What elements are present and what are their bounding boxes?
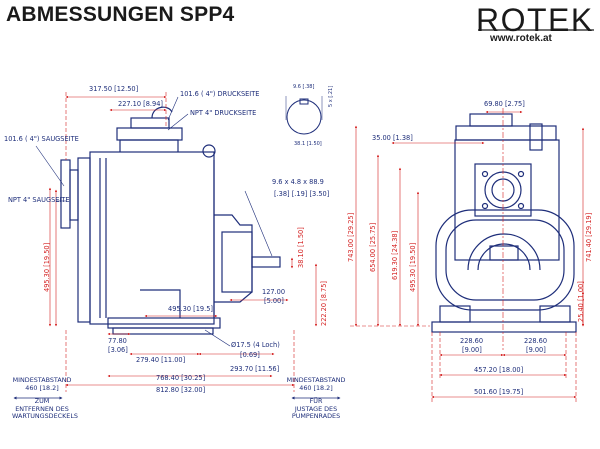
dim-654: 654.00 [25.75] (369, 222, 377, 272)
dim-279: 279.40 [11.00] (136, 356, 186, 364)
dim-222: 222.20 [8.75] (320, 281, 328, 326)
note-left-line1: MINDESTABSTAND (12, 376, 72, 384)
dim-127: 127.00 (262, 288, 286, 296)
note-right-line1: MINDESTABSTAND (286, 376, 346, 384)
dim-495-horizontal: 495.30 [19.5] (168, 305, 213, 313)
note-left-line5: WARTUNGSDECKELS (12, 412, 78, 421)
label-npt-saugseite: NPT 4" SAUGSEITE (8, 196, 70, 204)
dim-38: 38.10 [1.50] (297, 227, 305, 268)
label-saugseite: 101.6 ( 4") SAUGSEITE (4, 135, 79, 143)
dim-501: 501.60 [19.75] (474, 388, 524, 396)
leader-lines (35, 96, 273, 347)
dim-495-front: 495.30 [19.50] (409, 242, 417, 292)
dim-69: 69.80 [2.75] (484, 100, 525, 108)
note-right: MINDESTABSTAND 460 [18.2] FÜR JUSTAGE DE… (286, 376, 346, 421)
dim-25: 25.40 [1.00] (577, 281, 585, 322)
shaft-dim-right: 5 x [.21] (328, 85, 334, 107)
note-right-line4: JUSTAGE DES (294, 404, 338, 413)
dim-768: 768.40 [30.25] (156, 374, 206, 382)
shaft-dim-top: 9.6 [.38] (293, 84, 315, 90)
dim-127-inch: [5.00] (264, 297, 284, 305)
dim-35: 35.00 [1.38] (372, 134, 413, 142)
dim-228-right-inch: [9.00] (526, 346, 546, 354)
shaft-dim-bottom: 38.1 [1.50] (294, 141, 322, 147)
dim-227: 227.10 [8.94] (118, 100, 163, 108)
note-right-line2: 460 [18.2] (299, 383, 333, 392)
label-druckseite: 101.6 ( 4") DRUCKSEITE (180, 90, 260, 98)
dim-457: 457.20 [18.00] (474, 366, 524, 374)
dim-key-inch: [.38] [.19] [3.50] (274, 190, 330, 198)
brand-logo: ROTEK (476, 2, 594, 38)
note-left-line3: ZUM (34, 397, 50, 406)
dim-293: 293.70 [11.56] (230, 365, 280, 373)
note-right-line5: PUMPENRADES (291, 412, 341, 421)
shaft-detail (285, 96, 323, 135)
dim-hole-inch: [0.69] (240, 351, 260, 359)
note-left: MINDESTABSTAND 460 [18.2] ZUM ENTFERNEN … (12, 376, 78, 421)
label-npt-druckseite: NPT 4" DRUCKSEITE (190, 109, 257, 117)
dim-77-inch: [3.06] (108, 346, 128, 354)
dim-619: 619.30 [24.38] (391, 230, 399, 280)
page-title: ABMESSUNGEN SPP4 (6, 3, 235, 26)
dim-743: 743.00 [29.25] (347, 212, 355, 262)
front-view-pump (431, 113, 577, 333)
dim-hole: Ø17.5 (4 Loch) (231, 341, 280, 349)
note-left-line4: ENTFERNEN DES (15, 404, 69, 413)
brand-url: www.rotek.at (490, 33, 552, 44)
front-view-dimensions (350, 108, 585, 402)
dim-741: 741.40 [29.19] (585, 212, 593, 262)
note-left-line2: 460 [18.2] (25, 383, 59, 392)
note-right-line3: FÜR (309, 397, 323, 406)
dim-228-left-inch: [9.00] (462, 346, 482, 354)
dim-495-vertical: 495.30 [19.50] (43, 242, 51, 292)
dim-key: 9.6 x 4.8 x 88.9 (272, 178, 324, 186)
dim-228-right: 228.60 (524, 337, 548, 345)
side-view-dimensions (48, 92, 318, 392)
side-view-pump (60, 106, 281, 335)
dim-317: 317.50 [12.50] (89, 85, 139, 93)
dim-228-left: 228.60 (460, 337, 484, 345)
dim-77: 77.80 (108, 337, 127, 345)
dim-812: 812.80 [32.00] (156, 386, 206, 394)
